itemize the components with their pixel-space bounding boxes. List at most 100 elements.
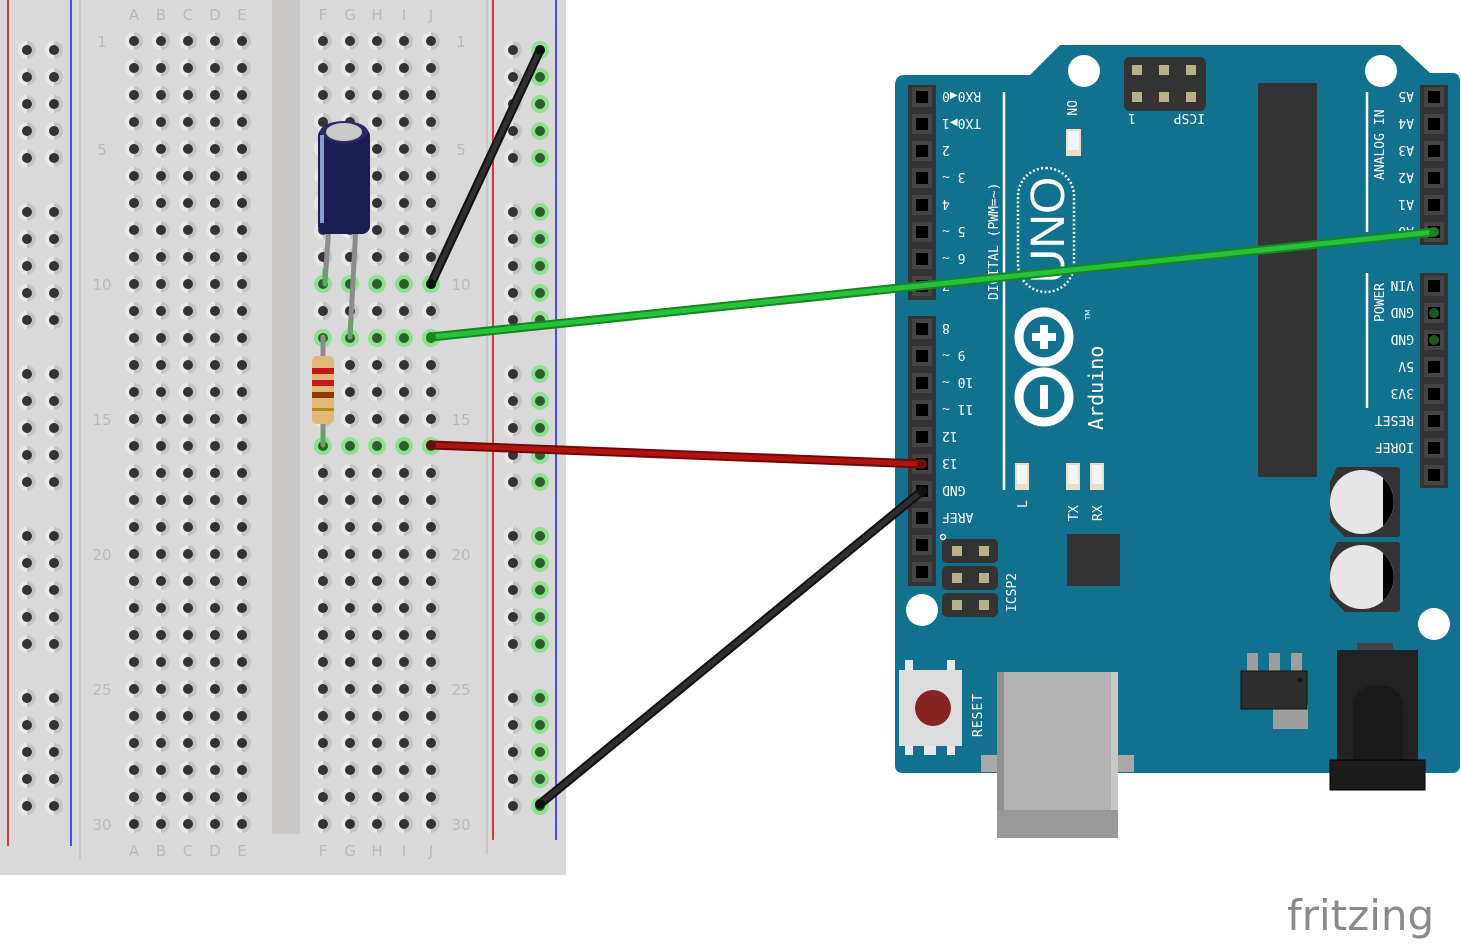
breadboard-hole[interactable] bbox=[422, 653, 440, 671]
rail-hole[interactable] bbox=[531, 770, 549, 788]
power-pin[interactable] bbox=[1424, 384, 1444, 404]
breadboard-hole[interactable] bbox=[368, 59, 386, 77]
breadboard-hole[interactable] bbox=[152, 248, 170, 266]
breadboard-hole[interactable] bbox=[422, 599, 440, 617]
breadboard-hole[interactable] bbox=[152, 491, 170, 509]
rail-hole[interactable] bbox=[531, 203, 549, 221]
breadboard-hole[interactable] bbox=[422, 815, 440, 833]
breadboard-hole[interactable] bbox=[179, 32, 197, 50]
rail-hole[interactable] bbox=[504, 473, 522, 491]
rail-hole[interactable] bbox=[18, 797, 36, 815]
breadboard-hole[interactable] bbox=[125, 761, 143, 779]
breadboard-hole[interactable] bbox=[233, 464, 251, 482]
rail-hole[interactable] bbox=[45, 95, 63, 113]
rail-hole[interactable] bbox=[531, 122, 549, 140]
breadboard-hole[interactable] bbox=[314, 464, 332, 482]
rail-hole[interactable] bbox=[504, 203, 522, 221]
breadboard-hole[interactable] bbox=[125, 302, 143, 320]
breadboard-hole[interactable] bbox=[395, 356, 413, 374]
rail-hole[interactable] bbox=[18, 554, 36, 572]
breadboard-hole[interactable] bbox=[152, 221, 170, 239]
breadboard-hole[interactable] bbox=[341, 410, 359, 428]
breadboard-hole[interactable] bbox=[233, 761, 251, 779]
breadboard-hole[interactable] bbox=[179, 221, 197, 239]
rail-hole[interactable] bbox=[45, 770, 63, 788]
power-pin[interactable] bbox=[1424, 438, 1444, 458]
rail-hole[interactable] bbox=[18, 68, 36, 86]
breadboard-hole[interactable] bbox=[395, 194, 413, 212]
breadboard-hole[interactable] bbox=[368, 86, 386, 104]
breadboard-hole[interactable] bbox=[233, 788, 251, 806]
breadboard-hole[interactable] bbox=[368, 221, 386, 239]
breadboard-hole[interactable] bbox=[368, 491, 386, 509]
rail-hole[interactable] bbox=[45, 635, 63, 653]
breadboard-hole[interactable] bbox=[368, 275, 386, 293]
breadboard-hole[interactable] bbox=[152, 761, 170, 779]
breadboard-hole[interactable] bbox=[341, 437, 359, 455]
breadboard-hole[interactable] bbox=[422, 32, 440, 50]
breadboard-hole[interactable] bbox=[125, 653, 143, 671]
rail-hole[interactable] bbox=[18, 284, 36, 302]
breadboard-hole[interactable] bbox=[125, 410, 143, 428]
breadboard-hole[interactable] bbox=[341, 680, 359, 698]
breadboard-hole[interactable] bbox=[152, 734, 170, 752]
digital-pin[interactable] bbox=[912, 427, 932, 447]
breadboard-hole[interactable] bbox=[125, 491, 143, 509]
breadboard-hole[interactable] bbox=[368, 248, 386, 266]
breadboard-hole[interactable] bbox=[368, 680, 386, 698]
breadboard-hole[interactable] bbox=[341, 653, 359, 671]
breadboard-hole[interactable] bbox=[233, 86, 251, 104]
breadboard-hole[interactable] bbox=[422, 761, 440, 779]
breadboard-hole[interactable] bbox=[125, 707, 143, 725]
wire-end[interactable] bbox=[917, 459, 927, 469]
breadboard-hole[interactable] bbox=[206, 707, 224, 725]
breadboard-hole[interactable] bbox=[179, 572, 197, 590]
breadboard-hole[interactable] bbox=[152, 167, 170, 185]
rail-hole[interactable] bbox=[45, 284, 63, 302]
breadboard-hole[interactable] bbox=[341, 356, 359, 374]
breadboard-hole[interactable] bbox=[314, 707, 332, 725]
digital-pin[interactable] bbox=[912, 114, 932, 134]
breadboard-hole[interactable] bbox=[422, 113, 440, 131]
rail-hole[interactable] bbox=[45, 743, 63, 761]
breadboard-hole[interactable] bbox=[125, 734, 143, 752]
breadboard-hole[interactable] bbox=[314, 653, 332, 671]
digital-pin[interactable] bbox=[912, 222, 932, 242]
rail-hole[interactable] bbox=[18, 149, 36, 167]
breadboard-hole[interactable] bbox=[422, 491, 440, 509]
breadboard-hole[interactable] bbox=[395, 167, 413, 185]
analog-pin[interactable] bbox=[1424, 87, 1444, 107]
breadboard-hole[interactable] bbox=[395, 113, 413, 131]
breadboard-hole[interactable] bbox=[341, 734, 359, 752]
rail-hole[interactable] bbox=[18, 635, 36, 653]
breadboard-hole[interactable] bbox=[179, 275, 197, 293]
rail-hole[interactable] bbox=[504, 527, 522, 545]
breadboard-hole[interactable] bbox=[341, 491, 359, 509]
breadboard-hole[interactable] bbox=[422, 221, 440, 239]
red-wire[interactable] bbox=[426, 440, 927, 469]
rail-hole[interactable] bbox=[504, 149, 522, 167]
rail-hole[interactable] bbox=[18, 743, 36, 761]
breadboard-hole[interactable] bbox=[422, 59, 440, 77]
rail-hole[interactable] bbox=[18, 41, 36, 59]
breadboard-hole[interactable] bbox=[395, 599, 413, 617]
breadboard-hole[interactable] bbox=[395, 437, 413, 455]
analog-pin[interactable] bbox=[1424, 168, 1444, 188]
breadboard-hole[interactable] bbox=[125, 626, 143, 644]
breadboard-hole[interactable] bbox=[233, 572, 251, 590]
breadboard-hole[interactable] bbox=[341, 815, 359, 833]
breadboard-hole[interactable] bbox=[179, 248, 197, 266]
breadboard-hole[interactable] bbox=[152, 140, 170, 158]
rail-hole[interactable] bbox=[18, 203, 36, 221]
power-pin[interactable] bbox=[1424, 357, 1444, 377]
power-pin[interactable] bbox=[1424, 330, 1444, 350]
breadboard-hole[interactable] bbox=[179, 491, 197, 509]
rail-hole[interactable] bbox=[504, 608, 522, 626]
breadboard-hole[interactable] bbox=[341, 464, 359, 482]
rail-hole[interactable] bbox=[531, 68, 549, 86]
breadboard-hole[interactable] bbox=[152, 653, 170, 671]
breadboard-hole[interactable] bbox=[206, 545, 224, 563]
breadboard-hole[interactable] bbox=[395, 788, 413, 806]
breadboard-hole[interactable] bbox=[125, 572, 143, 590]
digital-pin[interactable] bbox=[912, 535, 932, 555]
